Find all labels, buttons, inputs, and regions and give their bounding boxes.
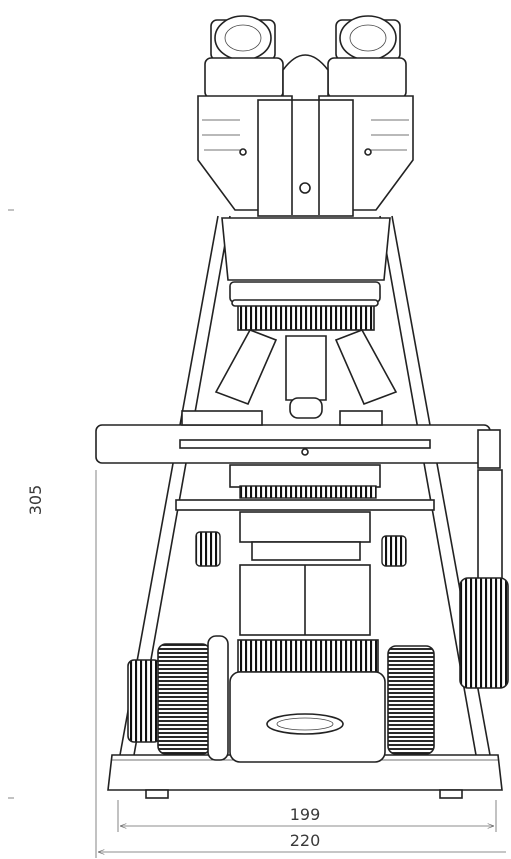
condenser [175,464,435,567]
microscope-base [107,754,503,799]
tension-knob-right [459,469,509,689]
height-dimension: 305 [8,209,45,799]
outer-width-dimension: 220 [95,470,506,858]
inner-width-dimension: 199 [117,800,497,832]
height-dimension-label: 305 [26,485,45,516]
focus-knob-left [127,635,229,761]
objectives [214,329,398,419]
nosepiece [221,217,391,331]
specimen-stage [95,410,501,469]
binocular-head [197,15,414,217]
inner-width-dimension-label: 199 [290,805,321,824]
focus-knob-right [387,645,435,755]
filter-block [229,564,386,763]
outer-width-dimension-label: 220 [290,831,321,850]
